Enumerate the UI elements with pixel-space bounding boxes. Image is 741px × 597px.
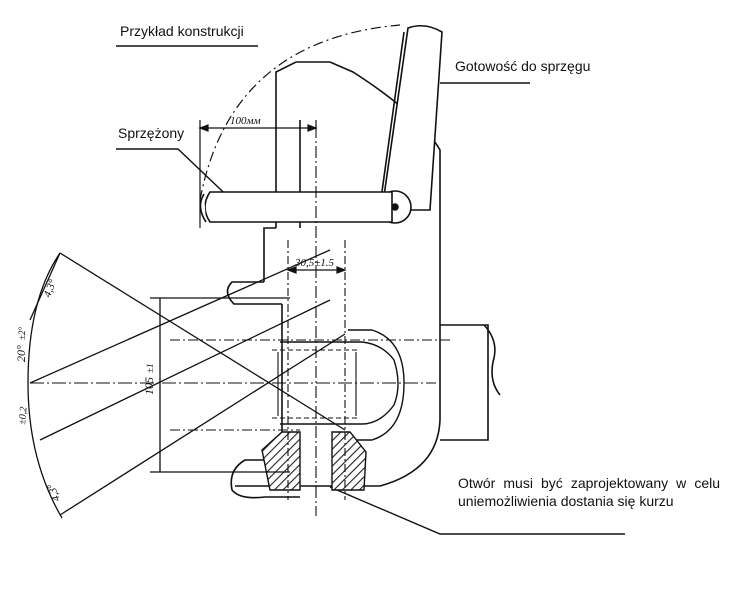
dim-100 xyxy=(198,120,318,228)
label-ready-to-couple: Gotowość do sprzęgu xyxy=(455,58,591,74)
leader-lines xyxy=(116,45,625,535)
coupler-body xyxy=(226,61,501,499)
label-example-construction: Przykład konstrukcji xyxy=(120,23,244,39)
angle-center-tol: ±2° xyxy=(17,327,27,340)
dim-100-label: 100мм xyxy=(230,115,261,127)
handle-coupled xyxy=(199,191,393,223)
angle-top-label: 4,3° xyxy=(42,277,60,299)
label-hole-note: Otwór musi być zaprojektowany w celu uni… xyxy=(458,475,720,509)
coupler-jaw xyxy=(280,329,405,441)
dim-105-label: 105 xyxy=(142,377,156,395)
label-coupled: Sprzężony xyxy=(118,125,185,141)
angle-side-label: ±0,2 xyxy=(17,406,30,425)
dust-hole xyxy=(261,431,367,491)
angle-bottom-label: 4,3° xyxy=(45,481,63,503)
angle-center-label: 20° xyxy=(14,345,28,362)
angle-lines xyxy=(27,249,346,519)
dim-30 xyxy=(286,266,347,274)
dim-105-tol: ±1 xyxy=(145,364,155,373)
dim-30-label: 30,5±1.5 xyxy=(294,257,335,269)
handle-swing-arc xyxy=(199,24,401,201)
